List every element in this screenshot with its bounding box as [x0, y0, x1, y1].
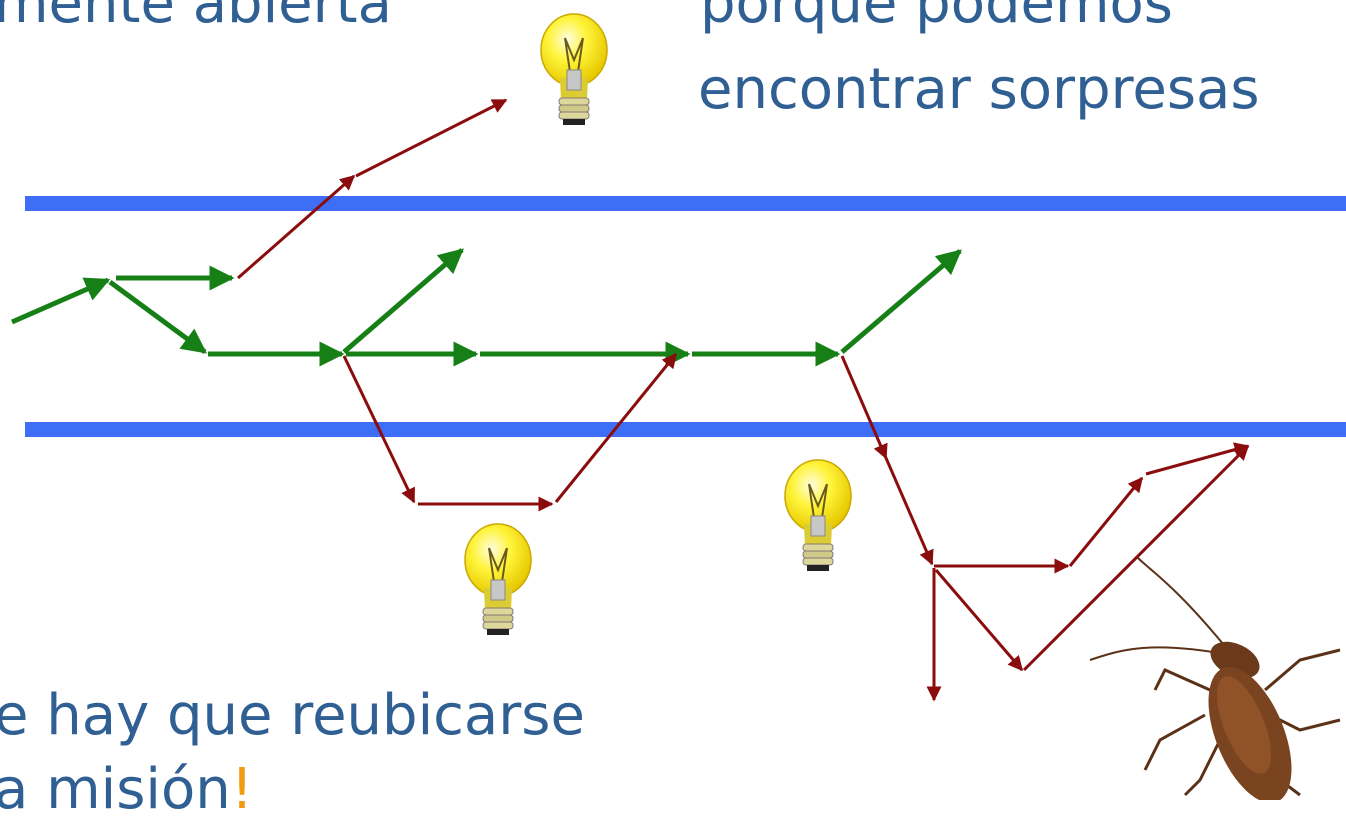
upper-boundary-line — [25, 196, 1346, 211]
detour-segment — [1068, 476, 1144, 567]
detour-segment — [934, 569, 1024, 672]
main-path-segment — [10, 277, 111, 325]
detour-segment — [1022, 444, 1250, 672]
idea-bulb-icon — [784, 459, 852, 572]
detour-segment — [1145, 442, 1250, 476]
main-path-segment — [342, 248, 464, 354]
main-path — [10, 248, 962, 367]
lower-boundary-line — [25, 422, 1346, 437]
detour-segment — [342, 355, 416, 504]
main-path-segment — [108, 279, 208, 355]
idea-bulb-icon — [540, 13, 608, 126]
caption-bottom-line1: e hay que reubicarse — [0, 683, 585, 748]
detour-segment — [884, 457, 934, 566]
path-diagram — [10, 13, 1346, 800]
detour-paths — [237, 98, 1250, 702]
caption-top-right-line2: encontrar sorpresas — [698, 57, 1260, 122]
caption-top-right-line1: porque podemos — [700, 0, 1173, 36]
detour-segment — [840, 355, 888, 460]
detour-segment — [355, 98, 508, 178]
detour-segment — [554, 352, 678, 503]
cockroach-icon — [1089, 557, 1341, 800]
detour-segment — [237, 174, 356, 280]
idea-bulb-icon — [464, 523, 532, 636]
main-path-segment — [840, 249, 962, 354]
caption-top-left: mente abierta — [0, 0, 392, 36]
